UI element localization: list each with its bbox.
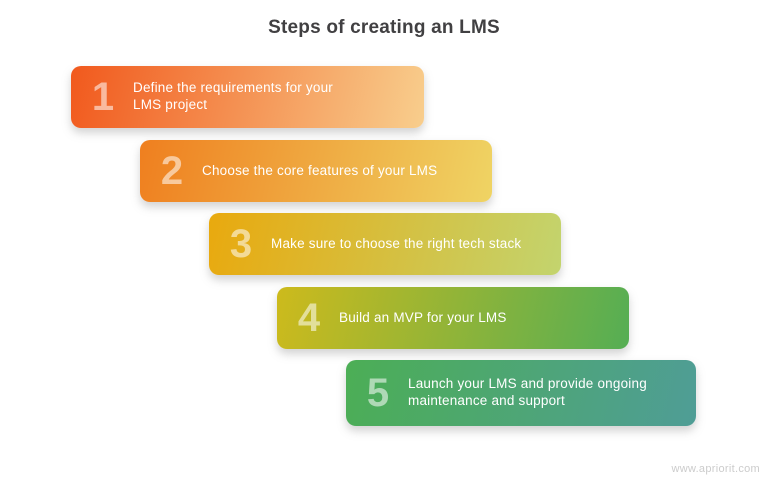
step-card-5: 5 Launch your LMS and provide ongoing ma… — [346, 360, 696, 426]
step-number: 4 — [297, 296, 321, 340]
step-number: 2 — [160, 149, 184, 193]
step-label: Define the requirements for your LMS pro… — [133, 80, 333, 112]
website-url: www.apriorit.com — [671, 463, 760, 475]
step-number: 3 — [229, 222, 253, 266]
page-title: Steps of creating an LMS — [268, 17, 500, 38]
step-label: Choose the core features of your LMS — [202, 162, 438, 178]
step-card-4: 4 Build an MVP for your LMS — [277, 287, 629, 349]
step-label: Build an MVP for your LMS — [339, 309, 507, 325]
step-card-2: 2 Choose the core features of your LMS — [140, 140, 492, 202]
step-number: 1 — [91, 75, 115, 119]
step-card-3: 3 Make sure to choose the right tech sta… — [209, 213, 561, 275]
step-card-1: 1 Define the requirements for your LMS p… — [71, 66, 424, 128]
step-label: Make sure to choose the right tech stack — [271, 235, 522, 251]
step-number: 5 — [366, 371, 390, 415]
step-label: Launch your LMS and provide ongoing main… — [408, 376, 647, 408]
